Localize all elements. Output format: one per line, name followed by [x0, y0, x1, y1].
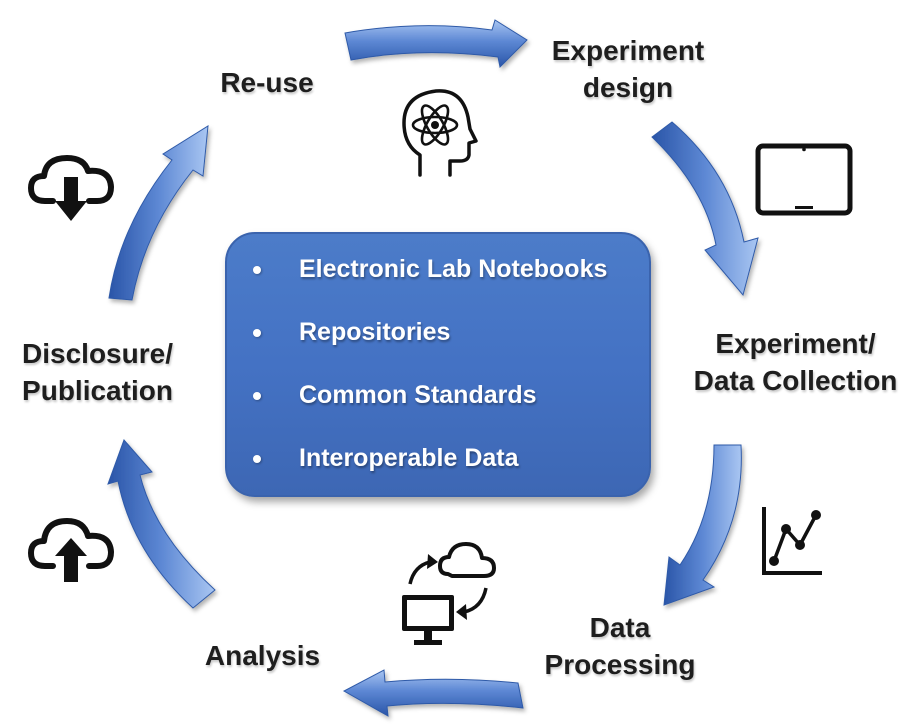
center-item-label: Common Standards: [299, 381, 537, 409]
cloud-upload-icon: [28, 518, 114, 582]
arrow-processing-to-analysis: [342, 669, 524, 717]
stage-experiment-design-label: Experiment design: [551, 35, 705, 103]
bullet-icon: [253, 391, 261, 400]
computer-cloud-sync-icon: [402, 542, 496, 645]
central-tools-box: Electronic Lab Notebooks Repositories Co…: [225, 232, 651, 497]
center-item-label: Repositories: [299, 318, 451, 346]
arrow-disclosure-to-reuse: [108, 125, 209, 301]
center-item-label: Electronic Lab Notebooks: [299, 255, 608, 283]
stage-data-collection-label: Experiment/ Data Collection: [693, 328, 898, 396]
bullet-icon: [253, 454, 261, 463]
arrow-analysis-to-disclosure: [107, 439, 216, 609]
stage-data-processing-label: Data Processing: [544, 612, 696, 680]
center-list-item: Common Standards: [245, 380, 649, 411]
center-list-item: Electronic Lab Notebooks: [245, 254, 649, 285]
stage-reuse-label: Re-use: [220, 67, 314, 98]
bullet-icon: [253, 265, 261, 274]
stage-disclosure-label: Disclosure/ Publication: [22, 338, 173, 406]
arrow-reuse-to-design: [344, 19, 528, 69]
center-item-label: Interoperable Data: [299, 444, 519, 472]
center-list-item: Interoperable Data: [245, 443, 649, 474]
tablet-icon: [755, 143, 853, 216]
stage-analysis-label: Analysis: [204, 640, 321, 671]
line-chart-icon: [762, 507, 822, 575]
arrow-collection-to-processing: [663, 444, 742, 606]
arrow-design-to-collection: [651, 121, 759, 297]
head-atom-icon: [402, 89, 478, 177]
center-list-item: Repositories: [245, 317, 649, 348]
cloud-download-icon: [28, 155, 114, 221]
bullet-icon: [253, 328, 261, 337]
